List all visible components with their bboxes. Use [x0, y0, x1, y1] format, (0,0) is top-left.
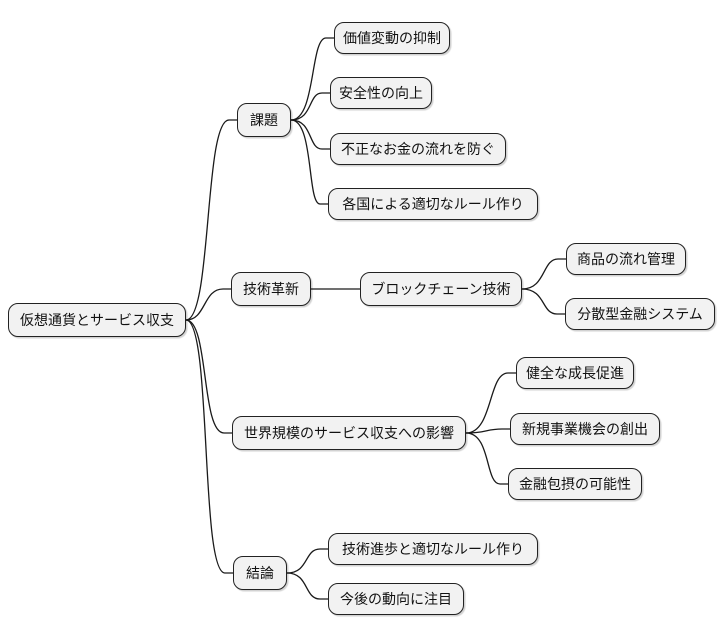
- node-decentralized-finance: 分散型金融システム: [565, 298, 715, 330]
- node-blockchain-technology: ブロックチェーン技術: [360, 272, 522, 306]
- node-price-volatility: 価値変動の抑制: [334, 22, 450, 54]
- node-root: 仮想通貨とサービス収支: [8, 303, 186, 337]
- node-conclusion: 結論: [233, 556, 287, 590]
- node-healthy-growth: 健全な成長促進: [516, 357, 634, 389]
- edge-root-tech: [185, 288, 232, 321]
- edge-root-conclusion: [185, 319, 234, 574]
- edge-issues-3: [290, 119, 331, 150]
- edge-blockchain-1: [521, 258, 567, 290]
- edge-global-1: [465, 372, 517, 434]
- node-global-service-balance: 世界規模のサービス収支への影響: [232, 416, 466, 450]
- node-watch-future-trends: 今後の動向に注目: [328, 583, 464, 615]
- node-goods-flow-management: 商品の流れ管理: [566, 243, 686, 275]
- edge-blockchain-2: [521, 288, 566, 315]
- node-security-improvement: 安全性の向上: [330, 77, 432, 109]
- node-tech-progress-and-rules: 技術進歩と適切なルール作り: [328, 533, 538, 565]
- node-tech-innovation: 技術革新: [231, 272, 311, 306]
- node-financial-inclusion: 金融包摂の可能性: [508, 468, 642, 500]
- edge-root-issues: [185, 119, 238, 321]
- edge-global-2: [465, 428, 511, 434]
- edge-issues-1: [290, 37, 335, 121]
- node-prevent-illicit-flows: 不正なお金の流れを防ぐ: [330, 133, 506, 165]
- edge-conclusion-1: [286, 548, 329, 574]
- node-issues: 課題: [237, 103, 291, 137]
- edge-issues-4: [290, 119, 329, 205]
- node-new-business-opportunities: 新規事業機会の創出: [510, 413, 660, 445]
- edge-conclusion-2: [286, 572, 329, 600]
- edge-issues-2: [290, 92, 331, 121]
- edge-global-3: [465, 432, 509, 485]
- edge-root-global: [185, 319, 233, 434]
- node-national-rulemaking: 各国による適切なルール作り: [328, 188, 538, 220]
